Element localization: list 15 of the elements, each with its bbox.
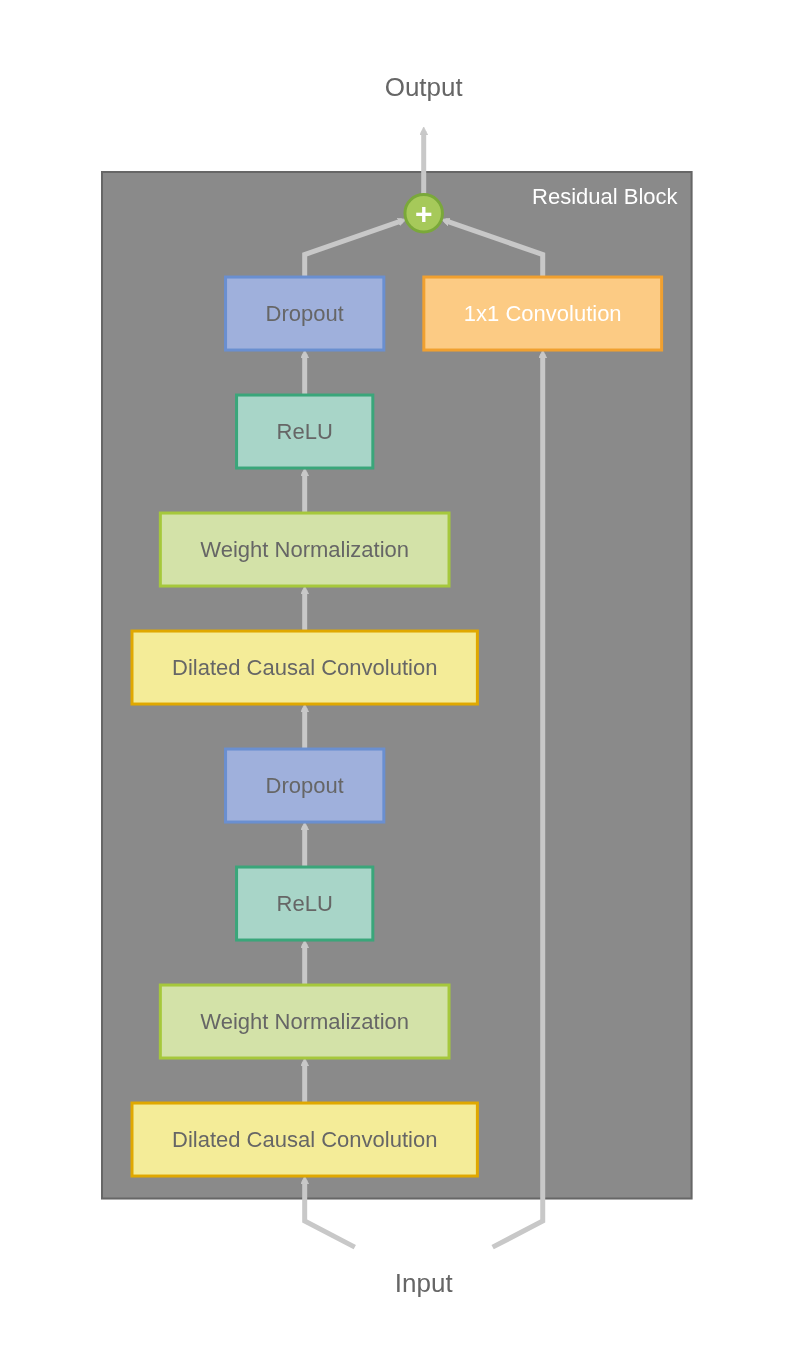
node-box: Dilated Causal Convolution <box>130 629 480 706</box>
node-box: ReLU <box>235 393 375 470</box>
node-circle: + <box>403 193 445 234</box>
node-text: Output <box>384 72 463 103</box>
node-box: ReLU <box>235 865 375 942</box>
node-box: Weight Normalization <box>159 511 451 588</box>
node-box: Dropout <box>224 747 386 824</box>
arrow <box>419 126 429 195</box>
node-box: Dropout <box>224 275 386 352</box>
node-text: Input <box>394 1267 453 1298</box>
node-box: Dilated Causal Convolution <box>130 1101 480 1178</box>
node-box: 1x1 Convolution <box>422 275 664 352</box>
arrow <box>441 218 546 278</box>
node-box: Weight Normalization <box>159 983 451 1060</box>
arrow <box>302 218 407 278</box>
